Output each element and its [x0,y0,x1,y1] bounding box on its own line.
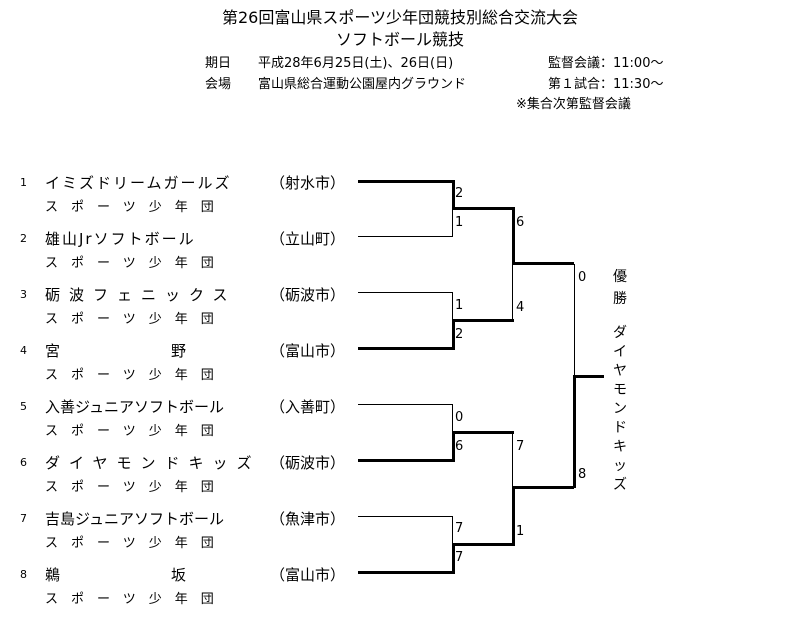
score: 1 [455,298,464,313]
champion-team-char: モ [613,382,627,398]
assembly-note: ※集合次第監督会議 [516,97,631,112]
score: 6 [516,215,525,230]
team-number: 1 [20,176,27,189]
score: 1 [455,215,464,230]
date-label: 期日 [205,56,232,71]
bracket-line [358,236,452,237]
score: 0 [455,410,464,425]
score: 8 [578,467,587,482]
bracket-line [358,516,452,517]
bracket-line [452,543,514,546]
score: 2 [455,327,464,342]
champion-team-char: ヤ [613,363,627,379]
score: 0 [578,270,587,285]
team-subname: スポーツ少年団 [45,256,227,271]
champion-team-char: イ [613,344,627,360]
champion-label-char: 勝 [613,291,627,307]
team-name: 入善ジュニアソフトボール [45,398,224,416]
venue-value: 富山県総合運動公園屋内グラウンド [258,77,467,92]
team-city: （富山市） [270,342,346,360]
champion-team-char: ド [613,420,627,436]
champion-team-char: ッ [613,458,627,474]
bracket-line [512,431,513,489]
team-city: （立山町） [270,230,346,248]
team-subname: スポーツ少年団 [45,424,227,439]
meeting-time: 監督会議：11:00〜 [548,56,664,71]
champion-team-char: キ [613,439,627,455]
team-subname: スポーツ少年団 [45,312,227,327]
bracket-line [452,543,455,574]
champion-team-char: ン [613,401,627,417]
team-subname: スポーツ少年団 [45,480,227,495]
score: 2 [455,186,464,201]
champion-label-char: 優 [613,269,627,285]
bracket-line [573,375,604,378]
team-city: （砺波市） [270,286,346,304]
bracket-line [573,376,576,488]
score: 6 [455,439,464,454]
page-subtitle: ソフトボール競技 [335,30,464,49]
page-title: 第26回富山県スポーツ少年団競技別総合交流大会 [221,8,579,27]
bracket-line [452,319,455,350]
bracket-line [452,319,514,322]
team-name: ダイヤモンドキッズ [45,454,261,472]
team-name: 吉島ジュニアソフトボール [45,510,224,528]
score: 1 [516,524,525,539]
score: 4 [516,300,525,315]
team-number: 5 [20,400,27,413]
bracket-line [452,431,455,462]
team-name: 砺波フェニックス [45,286,237,304]
team-number: 2 [20,232,27,245]
team-city: （射水市） [270,174,346,192]
team-name: イミズドリームガールズ [45,174,232,192]
team-name: 雄山Jrソフトボール [45,230,196,248]
team-number: 3 [20,288,27,301]
bracket-line [452,207,514,210]
bracket-line [512,486,574,489]
team-subname: スポーツ少年団 [45,368,227,383]
bracket-line [358,404,452,405]
team-name: 鵜 坂 [45,566,186,584]
score: 7 [455,521,464,536]
bracket-line [452,292,453,321]
champion-team-char: ズ [613,477,627,493]
team-subname: スポーツ少年団 [45,200,227,215]
bracket-line [358,571,452,574]
team-city: （砺波市） [270,454,346,472]
bracket-line [574,264,575,376]
bracket-line [358,347,452,350]
team-subname: スポーツ少年団 [45,536,227,551]
team-number: 7 [20,512,27,525]
first-game-time: 第１試合：11:30〜 [548,77,664,92]
bracket-line [358,459,452,462]
team-number: 8 [20,568,27,581]
bracket-line [452,208,453,237]
bracket-line [452,431,514,434]
bracket-line [512,262,574,265]
bracket-line [512,487,515,546]
bracket-line [452,404,453,433]
date-value: 平成28年6月25日(土)、26日(日) [258,56,454,71]
bracket-line [512,207,515,265]
team-subname: スポーツ少年団 [45,592,227,607]
team-city: （富山市） [270,566,346,584]
bracket-line [358,292,452,293]
bracket-line [512,264,513,322]
team-name: 宮 野 [45,342,186,360]
bracket-line [452,180,455,210]
team-city: （入善町） [270,398,346,416]
venue-label: 会場 [205,77,232,92]
score: 7 [516,439,525,454]
bracket-line [452,516,453,545]
score: 7 [455,550,464,565]
team-city: （魚津市） [270,510,346,528]
champion-team-char: ダ [613,325,627,341]
team-number: 4 [20,344,27,357]
bracket-line [358,180,452,183]
team-number: 6 [20,456,27,469]
